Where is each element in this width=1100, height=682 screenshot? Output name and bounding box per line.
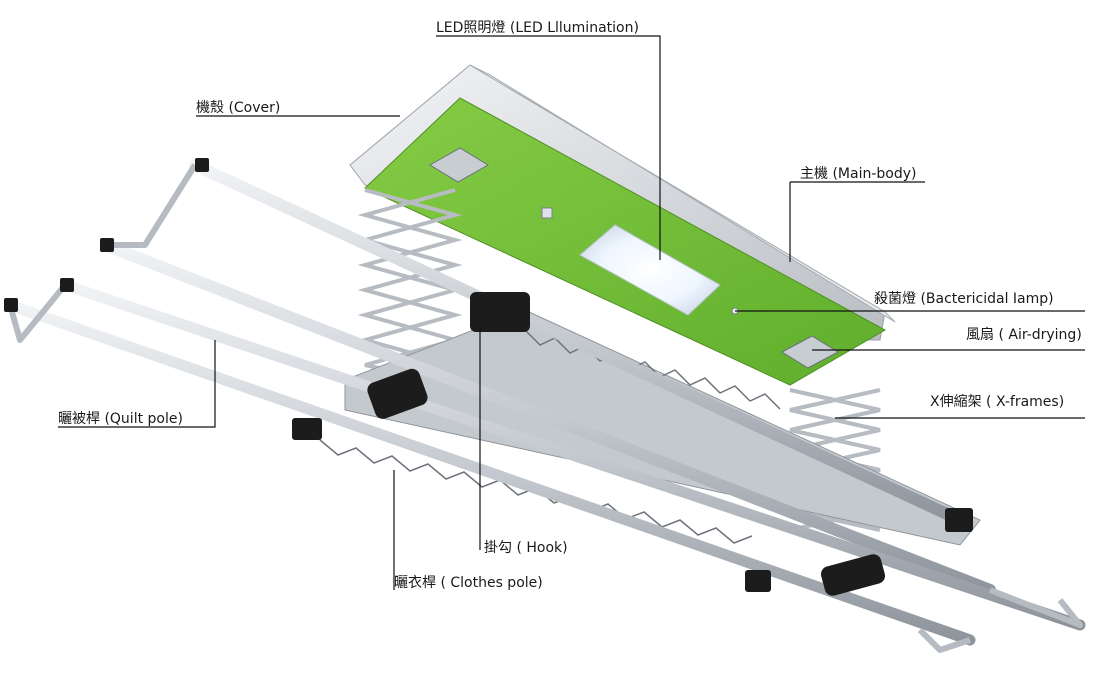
pole-clip-right xyxy=(945,508,973,532)
pole-end-cap-b xyxy=(100,238,114,252)
motor-bracket xyxy=(470,292,530,332)
pole-end-bracket-right-low xyxy=(917,627,971,653)
clothes-pole-b xyxy=(59,279,1086,631)
quilt-pole-top xyxy=(189,159,966,526)
leader-lines xyxy=(58,35,1085,590)
pole-end-bracket-left-top xyxy=(105,163,198,248)
label-led-illumination: LED照明燈 (LED Lllumination) xyxy=(436,20,639,36)
pole-end-cap-a xyxy=(195,158,209,172)
leader-quilt-pole xyxy=(58,340,216,428)
hook-bracket-right xyxy=(820,554,886,596)
hook-bracket-left xyxy=(367,368,428,419)
pole-clip-left xyxy=(292,418,322,440)
label-x-frames: X伸縮架 ( X-frames) xyxy=(930,394,1065,410)
label-main-body: 主機 (Main-body) xyxy=(800,166,917,182)
label-air-drying: 風扇 ( Air-drying) xyxy=(966,327,1082,343)
leader-led xyxy=(436,35,661,260)
lower-rack xyxy=(319,309,981,546)
label-quilt-pole: 曬被桿 (Quilt pole) xyxy=(58,411,183,427)
label-hook: 掛勾 ( Hook) xyxy=(484,540,568,556)
center-sensor xyxy=(541,207,553,219)
pole-end-cap-d xyxy=(4,298,18,312)
brackets xyxy=(4,158,973,596)
pole-end-bracket-right xyxy=(988,587,1083,628)
pole-end-cap-c xyxy=(60,278,74,292)
center-beam xyxy=(344,309,981,546)
clothes-pole-a xyxy=(99,239,996,596)
pole-end-bracket-left-bottom xyxy=(7,283,68,343)
label-clothes-pole: 曬衣桿 ( Clothes pole) xyxy=(394,575,543,591)
label-bactericidal-lamp: 殺菌燈 (Bactericidal Iamp) xyxy=(874,291,1054,307)
led-window xyxy=(579,224,721,316)
pole-clip-bottom xyxy=(745,570,771,592)
poles xyxy=(4,159,1086,653)
clothes-pole-c xyxy=(4,299,976,646)
main-body xyxy=(349,64,896,386)
fan-grille-top xyxy=(429,147,489,183)
fan-grille-bottom xyxy=(780,335,840,369)
housing-side xyxy=(469,64,896,323)
label-cover: 機殼 (Cover) xyxy=(196,100,281,116)
zigzag-wire-upper xyxy=(524,329,781,410)
